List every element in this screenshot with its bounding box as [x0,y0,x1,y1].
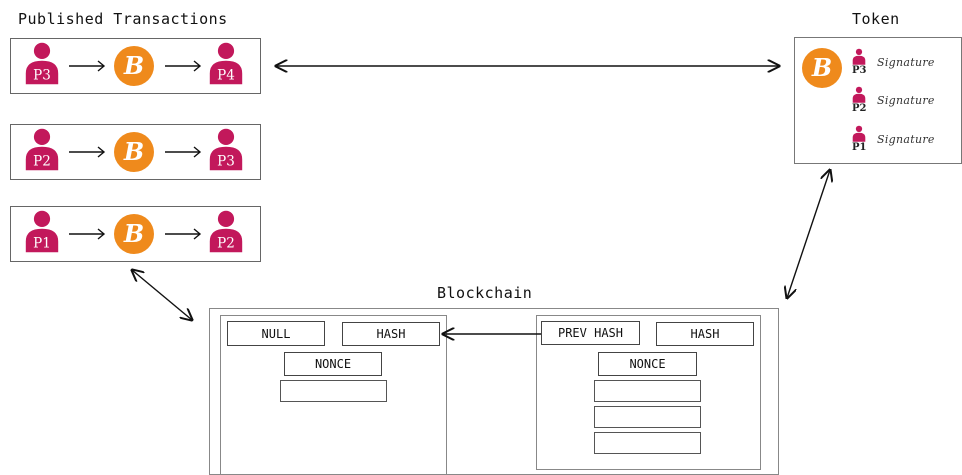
person-icon-sender: P2 [24,127,60,172]
person-icon-receiver: P3 [208,127,244,172]
signer-person-icon [852,86,866,104]
signer-label: P1 [852,142,867,153]
token-title: Token [852,10,900,28]
person-icon-sender: P3 [24,41,60,86]
arrow-token-to-blockchain [787,170,830,298]
block2-nonce-field: NONCE [598,352,697,376]
arrow-icon [68,228,106,240]
block2-transaction-2 [594,406,701,428]
block1-transaction [280,380,387,402]
bitcoin-coin-icon: B [114,214,154,254]
block1-hash-field: HASH [342,322,440,346]
block1-nonce-field: NONCE [284,352,382,376]
token-coin-symbol: B [811,53,832,82]
block2-hash-field: HASH [656,322,754,346]
svg-text:B: B [123,137,144,166]
arrow-icon [164,60,202,72]
person-icon-receiver: P2 [208,209,244,254]
person-label: P1 [33,236,51,252]
person-label: P3 [33,68,51,84]
signature-text: Signature [877,56,935,69]
bitcoin-coin-icon: B [114,46,154,86]
arrow-icon [164,146,202,158]
signature-text: Signature [877,94,935,107]
arrow-icon [68,146,106,158]
signer-label: P3 [852,65,867,76]
person-label: P3 [217,154,235,170]
arrow-icon [68,60,106,72]
person-label: P2 [33,154,51,170]
block2-transaction-1 [594,380,701,402]
svg-text:B: B [123,51,144,80]
person-icon-sender: P1 [24,209,60,254]
blockchain-title: Blockchain [437,284,533,302]
token-coin-icon: B [802,48,842,88]
person-icon-receiver: P4 [208,41,244,86]
svg-text:B: B [123,219,144,248]
signer-person-icon [852,125,866,143]
published-transactions-title: Published Transactions [18,10,228,28]
signature-text: Signature [877,133,935,146]
signer-label: P2 [852,103,867,114]
person-label: P2 [217,236,235,252]
block2-prev-hash-field: PREV HASH [541,321,640,345]
arrow-icon [164,228,202,240]
block1-prev-hash-field: NULL [227,321,325,346]
block2-transaction-3 [594,432,701,454]
arrow-tx-to-blockchain [132,270,192,320]
person-label: P4 [217,68,235,84]
bitcoin-coin-icon: B [114,132,154,172]
signer-person-icon [852,48,866,66]
